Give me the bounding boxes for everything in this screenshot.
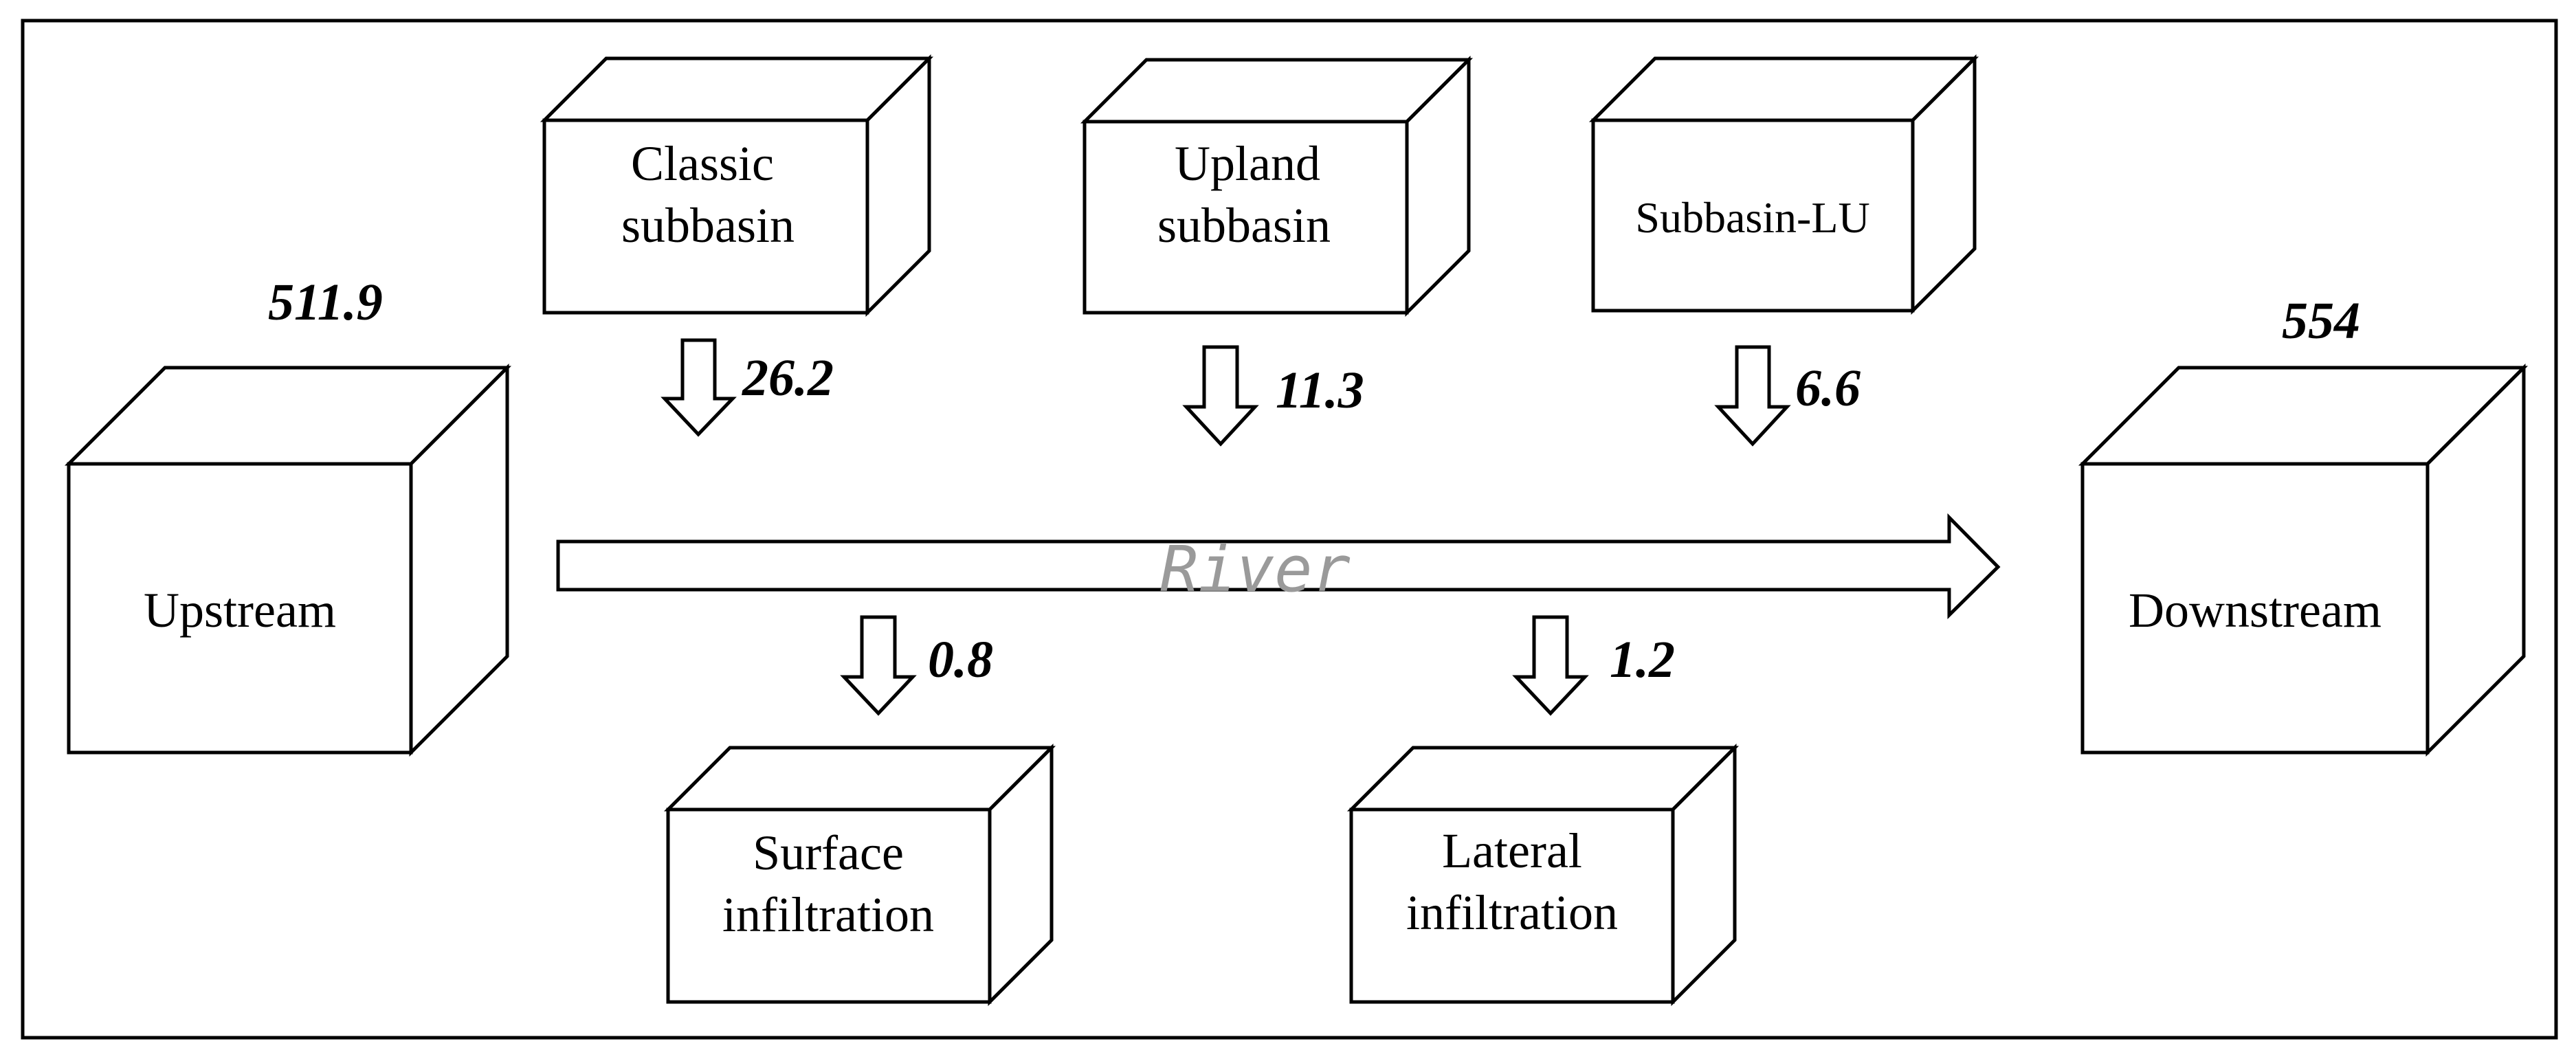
lateral-outflow-arrow — [1512, 615, 1589, 716]
surface-infiltration-label-1: Surface — [753, 825, 904, 880]
lateral-infiltration-label-1: Lateral — [1442, 823, 1582, 878]
subbasin-lu-label: Subbasin-LU — [1635, 193, 1869, 242]
surface-infiltration-label-2: infiltration — [722, 887, 934, 942]
upstream-label: Upstream — [144, 583, 336, 638]
lateral-infiltration-box: Lateral infiltration — [1346, 743, 1740, 1007]
upstream-box: Upstream — [64, 363, 512, 757]
river-arrow: River — [556, 513, 2001, 619]
downstream-value: 554 — [2282, 292, 2360, 350]
upland-subbasin-label-1: Upland — [1175, 136, 1320, 191]
downstream-box: Downstream — [2078, 363, 2529, 757]
surface-outflow-value: 0.8 — [928, 631, 993, 689]
subbasin-lu-inflow-arrow — [1714, 345, 1791, 447]
upland-subbasin-box: Upland subbasin — [1080, 55, 1474, 317]
surface-infiltration-box: Surface infiltration — [663, 743, 1056, 1007]
downstream-label: Downstream — [2129, 583, 2381, 638]
classic-subbasin-box: Classic subbasin — [540, 54, 934, 317]
upland-inflow-value: 11.3 — [1276, 361, 1364, 419]
classic-inflow-arrow — [660, 338, 737, 437]
river-label: River — [1160, 533, 1351, 606]
classic-inflow-value: 26.2 — [742, 349, 834, 407]
upland-subbasin-label-2: subbasin — [1157, 198, 1331, 253]
upland-inflow-arrow — [1182, 345, 1259, 447]
lateral-outflow-value: 1.2 — [1610, 631, 1675, 689]
upstream-value: 511.9 — [268, 274, 383, 331]
classic-subbasin-label-2: subbasin — [621, 198, 795, 253]
classic-subbasin-label-1: Classic — [631, 136, 774, 191]
subbasin-lu-box: Subbasin-LU — [1588, 54, 1979, 315]
lateral-infiltration-label-2: infiltration — [1406, 885, 1618, 940]
subbasin-lu-inflow-value: 6.6 — [1795, 359, 1861, 417]
outer-frame — [21, 19, 2558, 1040]
surface-outflow-arrow — [840, 615, 917, 716]
